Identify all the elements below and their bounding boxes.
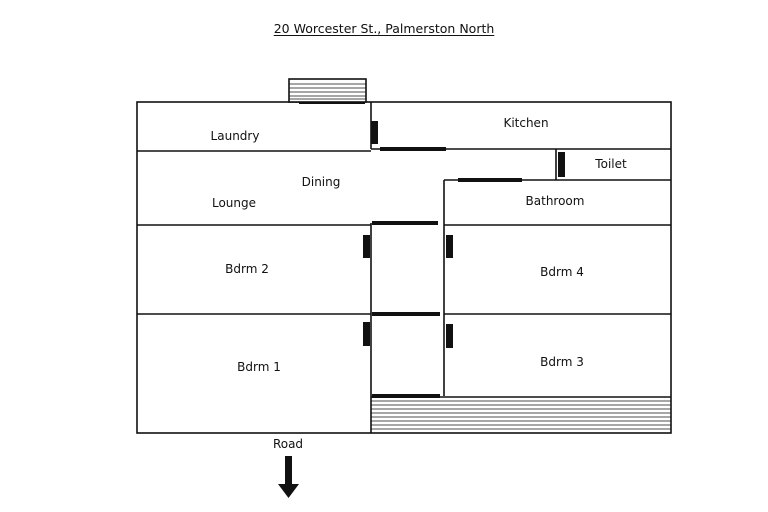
door-hall-top [372, 221, 438, 225]
door-hall-mid [372, 312, 440, 316]
door-toilet [558, 152, 565, 177]
room-label-laundry: Laundry [210, 129, 260, 143]
outer-wall [136, 101, 672, 434]
room-label-lounge: Lounge [211, 196, 257, 210]
room-label-bathroom: Bathroom [525, 194, 585, 208]
back-step [288, 78, 367, 103]
room-label-bdrm3: Bdrm 3 [540, 355, 584, 369]
road-label: Road [272, 437, 304, 451]
door-laundry [371, 121, 378, 144]
door-bathroom [458, 178, 522, 182]
door-bdrm1 [363, 322, 370, 346]
door-bdrm3 [446, 324, 453, 348]
room-label-kitchen: Kitchen [503, 116, 549, 130]
room-label-bdrm1: Bdrm 1 [237, 360, 281, 374]
door-bdrm4 [446, 235, 453, 258]
room-label-bdrm2: Bdrm 2 [225, 262, 269, 276]
room-label-dining: Dining [301, 175, 341, 189]
door-kitchen [380, 147, 446, 151]
room-label-toilet: Toilet [595, 157, 627, 171]
door-front [372, 394, 440, 398]
front-porch [371, 400, 671, 430]
road-arrow-icon [278, 456, 299, 498]
room-label-bdrm4: Bdrm 4 [540, 265, 584, 279]
door-bdrm2 [363, 235, 370, 258]
